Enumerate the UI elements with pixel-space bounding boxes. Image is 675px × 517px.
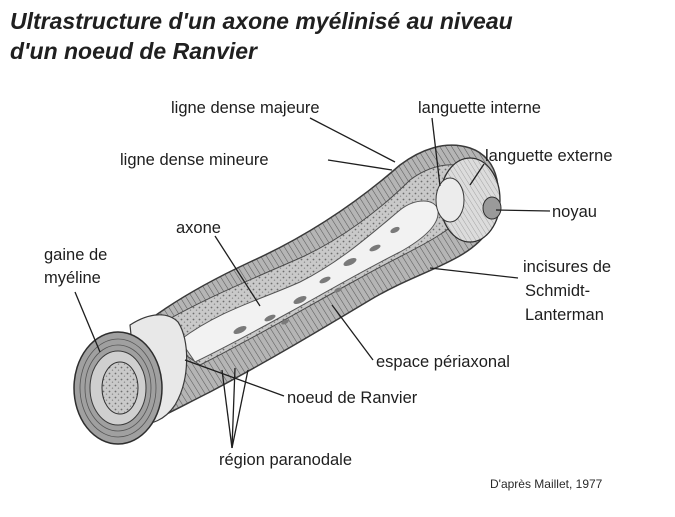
label-incisures-de: incisures de [523,257,611,277]
label-gaine-de: gaine de [44,245,107,265]
label-ligne-dense-majeure: ligne dense majeure [171,98,320,118]
leader-ligne-dense-mineure [328,160,392,170]
label-noyau: noyau [552,202,597,222]
leader-noyau [496,210,550,211]
label-noeud-de-ranvier: noeud de Ranvier [287,388,417,408]
leader-ligne-dense-majeure [310,118,395,162]
label-languette-externe: languette externe [485,146,613,166]
label-ligne-dense-mineure: ligne dense mineure [120,150,269,170]
leader-gaine-myeline [75,292,100,352]
leader-incisures [430,268,518,278]
front-cross-section [74,332,162,444]
label-lanterman: Lanterman [525,305,604,325]
source-credit: D'après Maillet, 1977 [490,477,602,491]
label-region-paranodale: région paranodale [219,450,352,470]
label-languette-interne: languette interne [418,98,541,118]
leader-espace-periaxonal [332,305,373,360]
label-espace-periaxonal: espace périaxonal [376,352,510,372]
label-schmidt: Schmidt- [525,281,590,301]
label-axone: axone [176,218,221,238]
label-myeline: myéline [44,268,101,288]
